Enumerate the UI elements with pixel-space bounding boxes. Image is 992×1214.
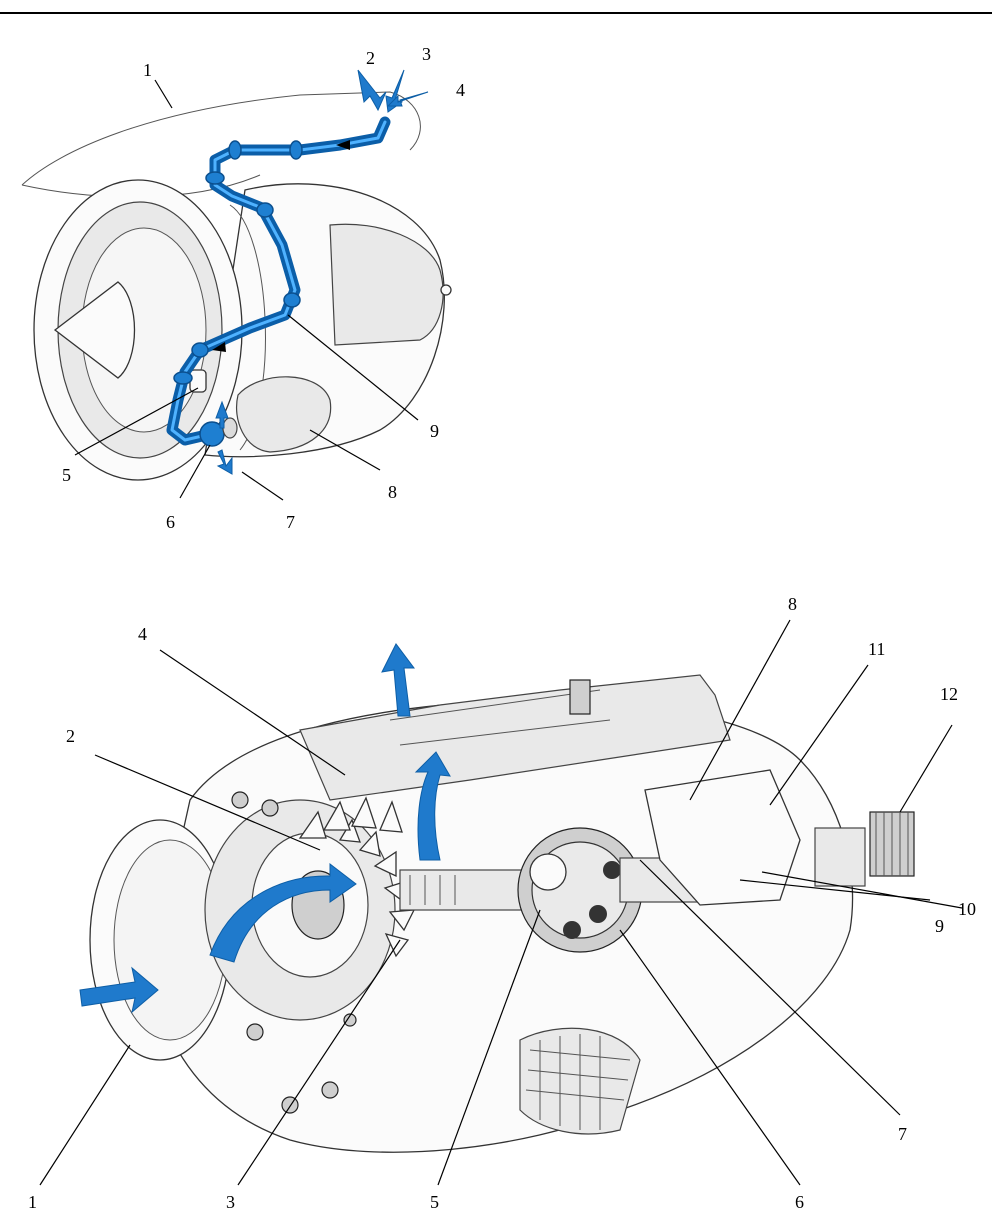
exhaust-tip (441, 285, 451, 295)
callout-bot-4: 4 (138, 624, 147, 644)
callout-bot-10: 10 (958, 899, 976, 919)
valve-body (190, 370, 206, 392)
flange-bolt (322, 1082, 338, 1098)
callout-bot-9: 9 (935, 916, 944, 936)
duct-joint (206, 172, 224, 184)
callout-top-6: 6 (166, 512, 175, 532)
figure-bottom: 1 2 3 4 5 6 7 8 9 10 11 12 (28, 594, 976, 1212)
duct-joint (257, 203, 273, 217)
output-hub (815, 828, 865, 886)
callout-top-8: 8 (388, 482, 397, 502)
planet-hole (603, 861, 621, 879)
callout-bot-5: 5 (430, 1192, 439, 1212)
callout-bot-12: 12 (940, 684, 958, 704)
flange-bolt (282, 1097, 298, 1113)
flange-bolt (247, 1024, 263, 1040)
callout-bot-8: 8 (788, 594, 797, 614)
callout-top-7: 7 (286, 512, 295, 532)
leader-top-1 (155, 80, 172, 108)
planet-hole (563, 921, 581, 939)
sun-gear (530, 854, 566, 890)
callout-bot-2: 2 (66, 726, 75, 746)
figure-top: 1 2 3 4 5 6 7 8 9 (22, 44, 465, 532)
callout-bot-7: 7 (898, 1124, 907, 1144)
callout-top-9: 9 (430, 421, 439, 441)
duct-joint (229, 141, 241, 159)
callout-top-1: 1 (143, 60, 152, 80)
starter-port (223, 418, 237, 438)
callout-top-3: 3 (422, 44, 431, 64)
planet-hole (589, 905, 607, 923)
duct-joint (192, 343, 208, 357)
top-bolt (570, 680, 590, 714)
callout-bot-11: 11 (868, 639, 885, 659)
bleed-source-arrow-2 (358, 70, 386, 110)
callout-top-2: 2 (366, 48, 375, 68)
leader-bot-12 (900, 725, 952, 812)
callout-top-4: 4 (456, 80, 465, 100)
duct-joint (174, 372, 192, 384)
callout-bot-3: 3 (226, 1192, 235, 1212)
duct-joint (290, 141, 302, 159)
leader-top-7 (242, 472, 283, 500)
callout-top-5: 5 (62, 465, 71, 485)
duct-joint (284, 293, 300, 307)
flange-bolt (262, 800, 278, 816)
exhaust-air-arrow (382, 644, 414, 716)
callout-bot-1: 1 (28, 1192, 37, 1212)
flange-bolt (232, 792, 248, 808)
callout-bot-6: 6 (795, 1192, 804, 1212)
leader-bot-1 (40, 1045, 130, 1185)
